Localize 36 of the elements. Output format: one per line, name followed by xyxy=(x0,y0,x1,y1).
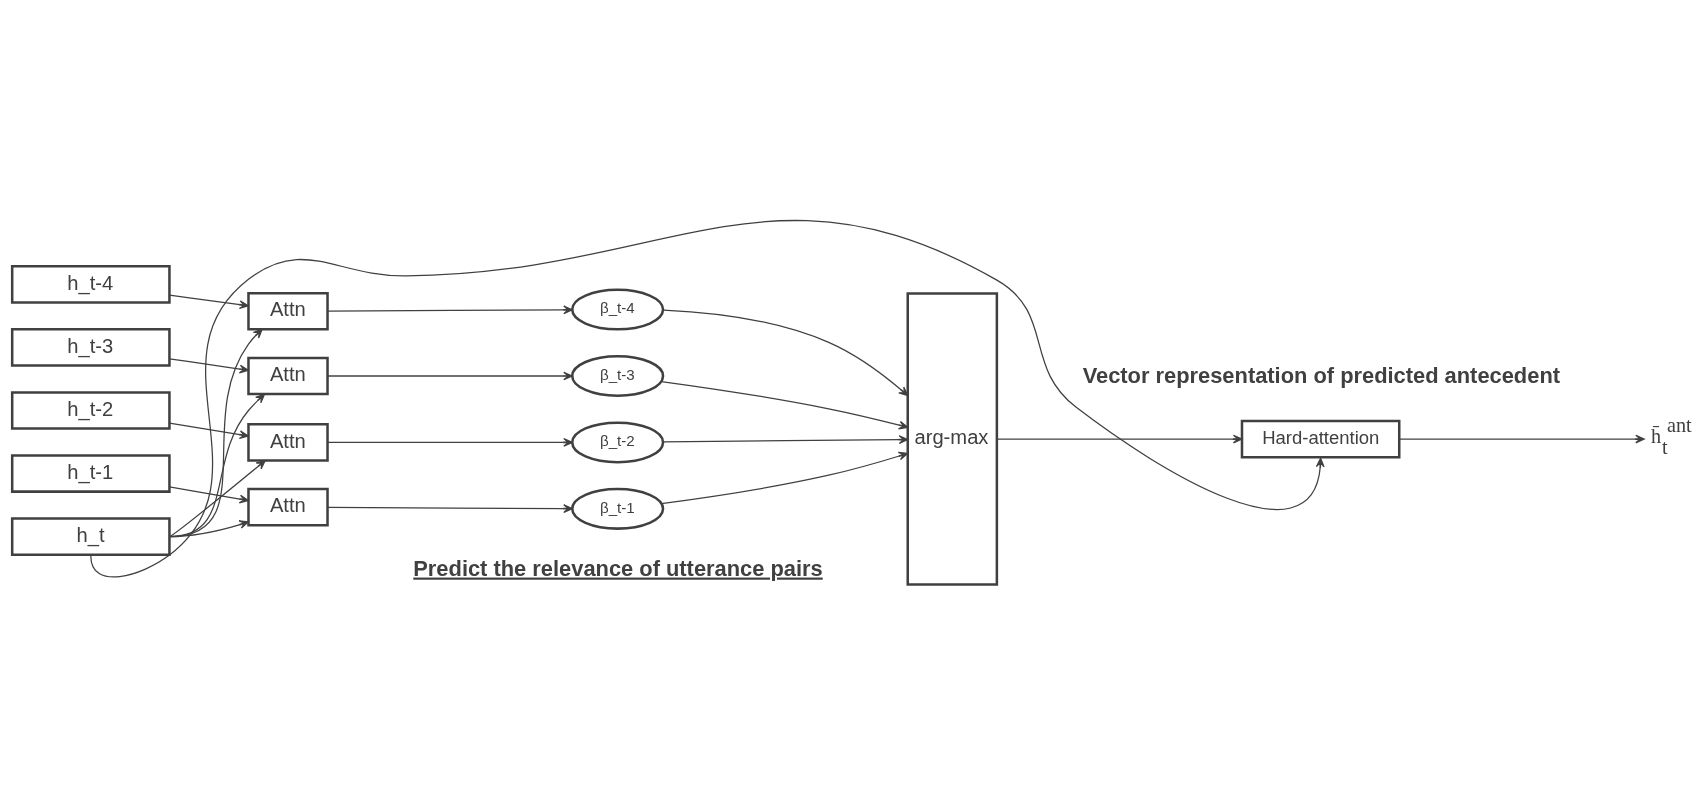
arrow xyxy=(660,451,909,505)
arrow xyxy=(168,422,249,440)
arrow xyxy=(168,486,249,504)
arrow xyxy=(662,309,909,397)
arrow xyxy=(90,219,1325,578)
arrow xyxy=(168,294,249,310)
arrow xyxy=(168,459,266,538)
arrow xyxy=(662,435,909,444)
node-box: h_t-4 xyxy=(10,265,171,304)
node-box: h_t-3 xyxy=(10,328,171,367)
node-box: h_t-2 xyxy=(10,391,171,430)
arrow xyxy=(327,371,573,381)
arrow xyxy=(327,504,573,513)
node-box: arg-max xyxy=(906,292,999,586)
node-box: Attn xyxy=(247,291,329,331)
arrow xyxy=(1398,434,1645,444)
arrow xyxy=(168,520,249,538)
node-ellipse: β_t-3 xyxy=(570,354,665,397)
node-box: Attn xyxy=(247,356,329,396)
node-ellipse: β_t-2 xyxy=(570,421,665,464)
node-box: Hard-attention xyxy=(1240,419,1401,459)
label: Predict the relevance of utterance pairs xyxy=(413,555,823,581)
arrow xyxy=(168,358,249,374)
node-box: Attn xyxy=(247,423,329,462)
arrow xyxy=(327,305,573,315)
label: Vector representation of predicted antecedent xyxy=(1082,362,1561,388)
node-ellipse: β_t-4 xyxy=(570,288,665,331)
node-ellipse: β_t-1 xyxy=(570,487,665,530)
arrow xyxy=(660,380,909,430)
arrow xyxy=(996,434,1243,444)
arrow xyxy=(168,393,266,538)
node-box: h_t xyxy=(10,517,171,556)
arrow xyxy=(168,328,263,538)
node-box: h_t-1 xyxy=(10,454,171,493)
node-box: Attn xyxy=(247,487,329,527)
arrow xyxy=(327,438,573,447)
